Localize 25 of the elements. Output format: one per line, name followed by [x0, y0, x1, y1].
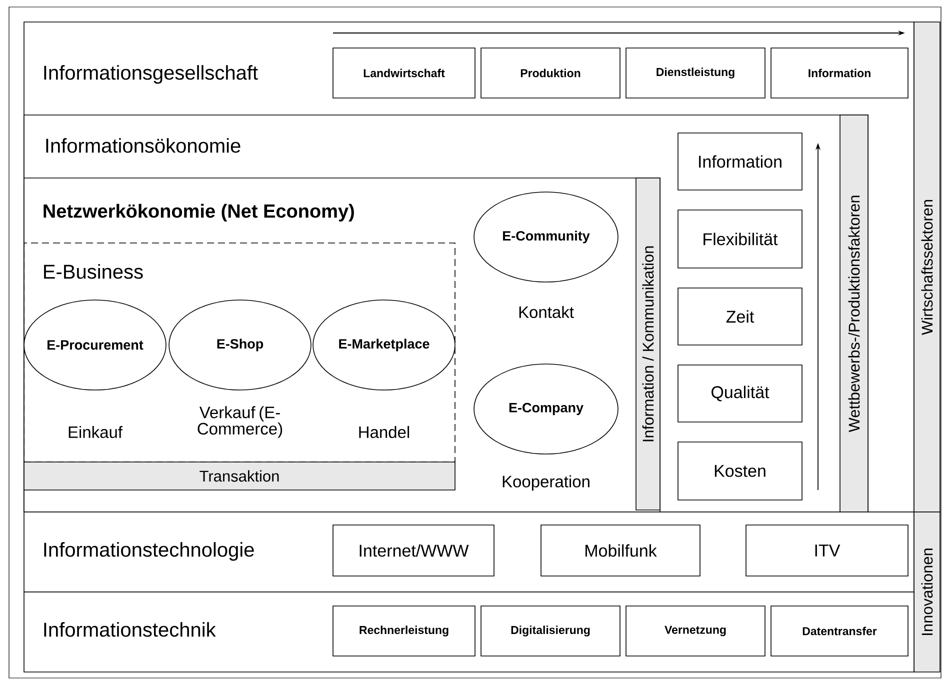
sector-box: Produktion [480, 48, 620, 98]
caption-text: Kooperation [502, 475, 590, 491]
caption-text: Handel [359, 426, 410, 438]
technology-box: Vernetzung [626, 606, 766, 656]
sector-box: Dienstleistung [626, 48, 766, 98]
factor-box: Information [678, 132, 802, 190]
side-bar: Information / Kommunikation [636, 178, 660, 510]
caption-text: Verkauf (E-Commerce) [198, 406, 282, 438]
transaction-bar: Transaktion [24, 462, 456, 490]
technology-box: ITV [746, 524, 908, 576]
technology-box: Digitalisierung [480, 606, 620, 656]
technology-box: Mobilfunk [540, 524, 700, 576]
caption-text: Einkauf [68, 426, 123, 438]
technology-box: Rechnerleistung [332, 606, 476, 656]
factor-box: Flexibilität [678, 210, 802, 268]
technology-box: Internet/WWW [332, 524, 494, 576]
technology-box: Datentransfer [770, 606, 908, 656]
side-bar: Innovationen [914, 512, 940, 672]
factor-box: Kosten [678, 442, 802, 500]
sector-box: Landwirtschaft [332, 48, 476, 98]
sector-box: Information [770, 48, 908, 98]
factor-box: Qualität [678, 364, 802, 422]
caption-text: Kontakt [519, 306, 574, 318]
factor-box: Zeit [678, 288, 802, 346]
side-bar: Wettbewerbs-/Produktionsfaktoren [840, 114, 868, 512]
